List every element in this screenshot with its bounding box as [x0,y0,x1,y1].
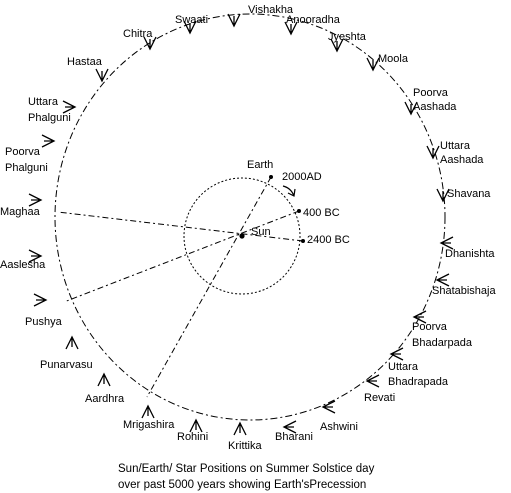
nakshatra-arrow-icon-21 [28,193,43,207]
nakshatra-label-18: Punarvasu [40,359,93,371]
nakshatra-label-1: Anooradha [286,14,341,26]
nakshatra-label-23: Uttara [28,96,59,108]
nakshatra-arrow-icon-20 [28,249,43,263]
nakshatra-arrow-icon-6 [436,188,450,203]
nakshatra-arrow-icon-24 [95,68,109,83]
nakshatra-label-9: Poorva [412,321,448,333]
nakshatra-arrow-icon-16 [141,404,155,419]
nakshatra-arrow-icon-26 [183,20,197,35]
nakshatra-label-5: Uttara [440,140,471,152]
earth-label: Earth [247,159,273,171]
nakshatra-arrow-icon-8 [435,273,450,287]
sightline-2000ad [146,176,272,398]
nakshatra-arrow-icon-23 [62,100,77,114]
nakshatra-label-24: Hastaa [67,56,103,68]
nakshatra-label-line2-9: Bhadarpada [412,337,473,349]
nakshatra-label-3: Moola [378,53,409,65]
nakshatra-arrow-icon-13 [282,420,297,434]
nakshatra-arrow-icon-12 [321,400,336,414]
nakshatra-label-16: Mrigashira [123,419,175,431]
nakshatra-label-line2-22: Phalguni [5,162,48,174]
nakshatra-label-22: Poorva [5,146,41,158]
nakshatra-arrow-icon-11 [365,374,380,388]
earth-dot-400bc [297,209,301,213]
epoch-label-2400bc: 2400 BC [307,234,350,246]
nakshatra-label-14: Krittika [228,440,263,452]
nakshatra-arrow-icon-5 [426,145,440,160]
nakshatra-label-26: Swaati [175,14,208,26]
nakshatra-arrow-icon-19 [33,293,48,307]
nakshatra-label-6: Shavana [447,188,491,200]
earth-dot-2000ad [269,175,273,179]
nakshatra-labels: VishakhaAnooradhaJyeshtaMoolaPoorvaAasha… [0,4,496,452]
caption-line-1: Sun/Earth/ Star Positions on Summer Sols… [118,463,375,475]
nakshatra-arrow-icon-10 [389,347,404,361]
nakshatra-label-line2-10: Bhadrapada [388,376,449,388]
epoch-label-400bc: 400 BC [303,207,340,219]
nakshatra-arrow-icon-2 [330,38,344,53]
nakshatra-arrow-icon-7 [439,236,454,250]
nakshatra-label-line2-4: Aashada [413,101,457,113]
nakshatra-orbit-circle [54,13,446,421]
nakshatra-arrow-icon-15 [189,418,203,433]
nakshatra-arrow-icon-4 [404,101,418,116]
caption-line-2: over past 5000 years showing Earth'sPrec… [118,479,366,491]
sun-dot [239,233,245,239]
nakshatra-label-13: Bharani [275,431,313,443]
nakshatra-label-21: Maghaa [0,206,41,218]
nakshatra-arrow-icon-25 [143,36,157,51]
nakshatra-label-8: Shatabishaja [432,285,496,297]
sun-label: Sun [251,226,271,238]
nakshatra-label-2: Jyeshta [328,31,367,43]
nakshatra-arrow-icon-22 [41,134,56,148]
nakshatra-label-4: Poorva [413,87,449,99]
earth-motion-arrow-icon [282,185,296,197]
nakshatra-label-20: Aaslesha [0,259,46,271]
sightline-2400bc [57,211,304,242]
nakshatra-label-17: Aardhra [85,393,125,405]
nakshatra-arrow-icon-3 [366,57,380,72]
earth-orbit-circle [183,177,301,295]
nakshatra-label-25: Chitra [123,28,153,40]
nakshatra-arrow-icon-17 [97,372,111,387]
nakshatra-label-12: Ashwini [320,421,358,433]
nakshatra-label-10: Uttara [388,361,419,373]
nakshatra-label-11: Revati [364,392,395,404]
nakshatra-arrow-icon-1 [284,21,298,36]
nakshatra-arrows [28,13,454,436]
nakshatra-arrow-icon-18 [65,335,79,350]
sightline-400bc [63,210,300,303]
nakshatra-label-line2-5: Aashada [440,154,484,166]
nakshatra-label-line2-23: Phalguni [28,112,71,124]
nakshatra-label-7: Dhanishta [445,248,495,260]
epoch-label-2000ad: 2000AD [282,171,322,183]
nakshatra-label-15: Rohini [177,431,208,443]
nakshatra-arrow-icon-14 [233,421,247,436]
earth-dot-2400bc [301,239,305,243]
nakshatra-label-0: Vishakha [248,4,294,16]
nakshatra-label-19: Pushya [25,316,63,328]
nakshatra-arrow-icon-0 [227,13,241,28]
nakshatra-arrow-icon-9 [412,310,427,324]
